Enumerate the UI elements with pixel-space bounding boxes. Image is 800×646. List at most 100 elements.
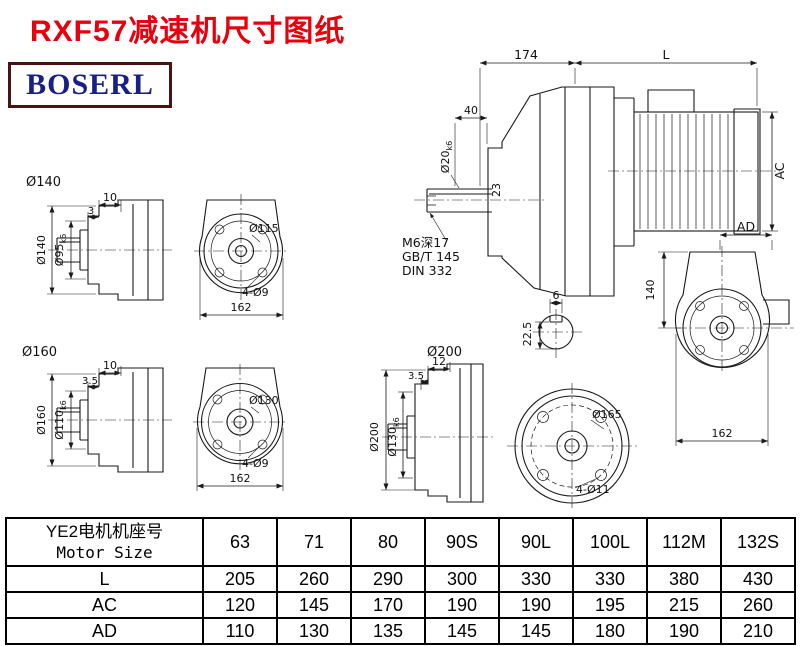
main-dim-174: 174 <box>514 47 538 62</box>
table-cell: 195 <box>572 591 648 619</box>
header-motor-size-cn: YE2电机机座号 <box>45 522 164 541</box>
o140-bore-d: Ø95 <box>53 244 66 267</box>
header-size-80: 80 <box>350 517 426 567</box>
main-note-tap: M6深17 <box>402 235 449 250</box>
table-cell: 145 <box>424 617 500 645</box>
o160-bore-fit: k6 <box>59 400 68 410</box>
main-gearbox-housing <box>487 86 615 297</box>
table-cell: 380 <box>646 565 722 593</box>
main-dim-L: L <box>663 47 670 62</box>
o160-dim-width: 162 <box>230 472 251 485</box>
o160-dim-holes: 4-Ø9 <box>242 457 269 470</box>
main-dim-front-w: 162 <box>712 427 733 440</box>
main-dim-key-w: 6 <box>553 289 560 302</box>
table-row-L: L 205 260 290 300 330 330 380 430 <box>5 565 796 593</box>
main-dim-23: 23 <box>490 183 503 197</box>
main-motor-body <box>633 111 759 232</box>
o140-dim-holes: 4-Ø9 <box>242 286 269 299</box>
header-motor-size: YE2电机机座号 Motor Size <box>5 517 204 567</box>
o140-front-housing <box>198 199 284 294</box>
row-label-AC: AC <box>5 591 204 619</box>
table-cell: 190 <box>424 591 500 619</box>
header-size-100l: 100L <box>572 517 648 567</box>
table-cell: 130 <box>276 617 352 645</box>
o200-dim-step: 3.5 <box>408 371 424 382</box>
main-dim-AC: AC <box>772 162 787 179</box>
view-main-assembly: 174 L 40 Ø20k6 23 <box>402 47 794 446</box>
o200-side-housing <box>414 363 484 503</box>
view-o160: Ø160 10 3.5 Ø160 Ø110k6 <box>22 345 288 491</box>
view-o200: Ø200 12 3.5 Ø200 Ø130k6 <box>368 345 637 509</box>
o140-dim-bore: Ø95k6 <box>53 234 68 266</box>
o160-bore-d: Ø110 <box>53 410 66 440</box>
o200-bore-fit: k6 <box>392 417 401 427</box>
o140-dim-outer: Ø140 <box>35 235 48 265</box>
table-cell: 260 <box>720 591 796 619</box>
table-cell: 210 <box>720 617 796 645</box>
table-row-AC: AC 120 145 170 190 190 195 215 260 <box>5 591 796 619</box>
main-shaft-section: 6 22.5 <box>521 289 582 358</box>
main-motor-adapter <box>614 97 635 247</box>
main-dim-key-h: 22.5 <box>521 322 534 347</box>
table-row-AD: AD 110 130 135 145 145 180 190 210 <box>5 617 796 645</box>
table-cell: 290 <box>350 565 426 593</box>
main-dim-AD: AD <box>737 219 755 234</box>
o160-dim-flange: Ø130 <box>249 394 279 407</box>
brand-logo: BOSERL <box>8 62 172 108</box>
main-note-gb: GB/T 145 <box>402 249 460 264</box>
header-size-90s: 90S <box>424 517 500 567</box>
header-size-63: 63 <box>202 517 278 567</box>
table-cell: 205 <box>202 565 278 593</box>
header-size-71: 71 <box>276 517 352 567</box>
table-cell: 135 <box>350 617 426 645</box>
o200-bore-d: Ø130 <box>386 427 399 457</box>
o160-dim-top: 10 <box>103 359 117 372</box>
header-motor-size-en: Motor Size <box>56 543 153 562</box>
table-cell: 430 <box>720 565 796 593</box>
main-dim-front-h: 140 <box>644 280 657 301</box>
main-output-shaft <box>426 188 492 213</box>
main-shaft-d: Ø20 <box>439 151 452 174</box>
main-dim-40: 40 <box>464 104 478 117</box>
header-size-90l: 90L <box>498 517 574 567</box>
o160-front-housing <box>196 367 284 465</box>
row-label-AD: AD <box>5 617 204 645</box>
table-cell: 180 <box>572 617 648 645</box>
table-cell: 260 <box>276 565 352 593</box>
o140-dim-flange: Ø115 <box>249 222 279 235</box>
main-fan-cowl <box>733 108 761 235</box>
view-o140-label: Ø140 <box>26 175 61 190</box>
drawing-title: RXF57减速机尺寸图纸 <box>30 15 346 48</box>
main-motor-fins <box>639 114 729 229</box>
o140-dim-step: 3 <box>88 206 94 217</box>
o140-dim-width: 162 <box>231 301 252 314</box>
main-note-din: DIN 332 <box>402 263 453 278</box>
main-dim-shaft: Ø20k6 <box>439 141 454 173</box>
table-cell: 170 <box>350 591 426 619</box>
table-cell: 215 <box>646 591 722 619</box>
o140-bore-fit: k6 <box>59 234 68 244</box>
table-header-row: YE2电机机座号 Motor Size 63 71 80 90S 90L 100… <box>5 517 796 567</box>
o140-dim-top: 10 <box>103 191 117 204</box>
table-cell: 145 <box>498 617 574 645</box>
header-size-132s: 132S <box>720 517 796 567</box>
table-cell: 300 <box>424 565 500 593</box>
o160-dim-bore: Ø110k6 <box>53 400 68 439</box>
o200-dim-top: 12 <box>432 355 446 368</box>
motor-size-table: YE2电机机座号 Motor Size 63 71 80 90S 90L 100… <box>5 517 796 645</box>
view-o140: Ø140 10 3 Ø140 Ø95k6 <box>26 175 288 320</box>
dimension-drawing: Ø140 10 3 Ø140 Ø95k6 <box>22 47 794 509</box>
table-cell: 190 <box>646 617 722 645</box>
o160-dim-outer: Ø160 <box>35 405 48 435</box>
view-o200-label: Ø200 <box>427 345 462 360</box>
main-shaft-fit: k6 <box>445 141 454 151</box>
table-cell: 190 <box>498 591 574 619</box>
main-front-terminal <box>763 299 790 325</box>
o200-dim-bore: Ø130k6 <box>386 417 401 456</box>
header-size-112m: 112M <box>646 517 722 567</box>
o160-dim-step: 3.5 <box>82 376 98 387</box>
table-cell: 110 <box>202 617 278 645</box>
table-cell: 120 <box>202 591 278 619</box>
row-label-L: L <box>5 565 204 593</box>
